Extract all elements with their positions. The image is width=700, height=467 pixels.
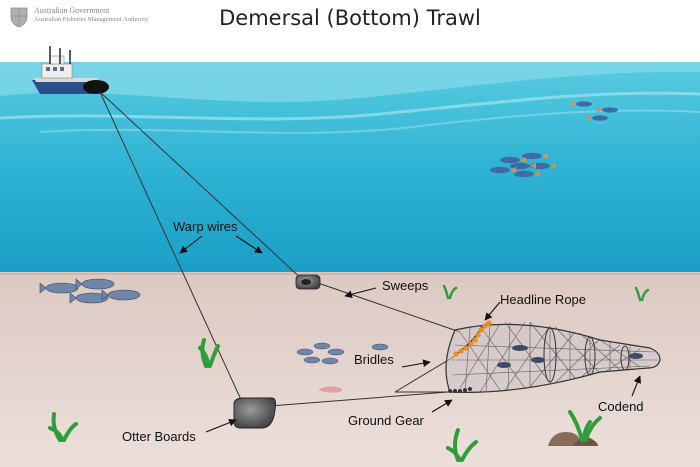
diagram-title: Demersal (Bottom) Trawl <box>219 6 481 30</box>
label-sweeps: Sweeps <box>382 278 429 293</box>
logo-authority-text: Australian Fisheries Management Authorit… <box>34 16 149 23</box>
arrow-warp-right <box>235 235 263 254</box>
arrow-otter-boards <box>205 418 237 433</box>
label-otter-boards: Otter Boards <box>122 429 196 444</box>
label-bridles: Bridles <box>354 352 394 367</box>
bridle <box>394 355 456 393</box>
trawl-net <box>445 320 661 393</box>
arrow-warp-left <box>179 235 203 254</box>
otter-board-lower <box>233 397 277 429</box>
surface-wave <box>0 62 700 103</box>
trawler-boat <box>32 46 109 94</box>
otter-board-upper <box>295 274 321 290</box>
sweep <box>317 282 461 333</box>
label-warp-wires: Warp wires <box>173 219 238 234</box>
fish-bottom-group <box>39 278 141 304</box>
fish-school-small <box>571 101 618 121</box>
arrow-bridles <box>401 359 431 368</box>
agency-logo: Australian Government Australian Fisheri… <box>8 4 178 30</box>
sweep <box>269 391 449 407</box>
logo-government-text: Australian Government <box>34 6 110 15</box>
warp-wire <box>99 91 306 283</box>
arrow-headline <box>484 301 501 321</box>
arrow-codend <box>631 375 642 397</box>
fish-bottom-school <box>296 342 389 365</box>
warp-wire <box>99 91 244 405</box>
seagrass <box>48 338 602 462</box>
label-arrows <box>179 235 642 433</box>
shrimp <box>318 386 342 393</box>
coat-of-arms-icon <box>10 7 28 28</box>
arrow-ground-gear <box>431 399 453 413</box>
arrow-sweeps <box>344 287 377 298</box>
fish-school-large <box>490 152 556 178</box>
headline-floats <box>453 320 492 357</box>
ground-gear-rollers <box>448 387 472 393</box>
label-headline-rope: Headline Rope <box>500 292 587 307</box>
label-codend: Codend <box>598 399 644 414</box>
surface-wave <box>0 91 700 121</box>
label-ground-gear: Ground Gear <box>348 413 424 428</box>
